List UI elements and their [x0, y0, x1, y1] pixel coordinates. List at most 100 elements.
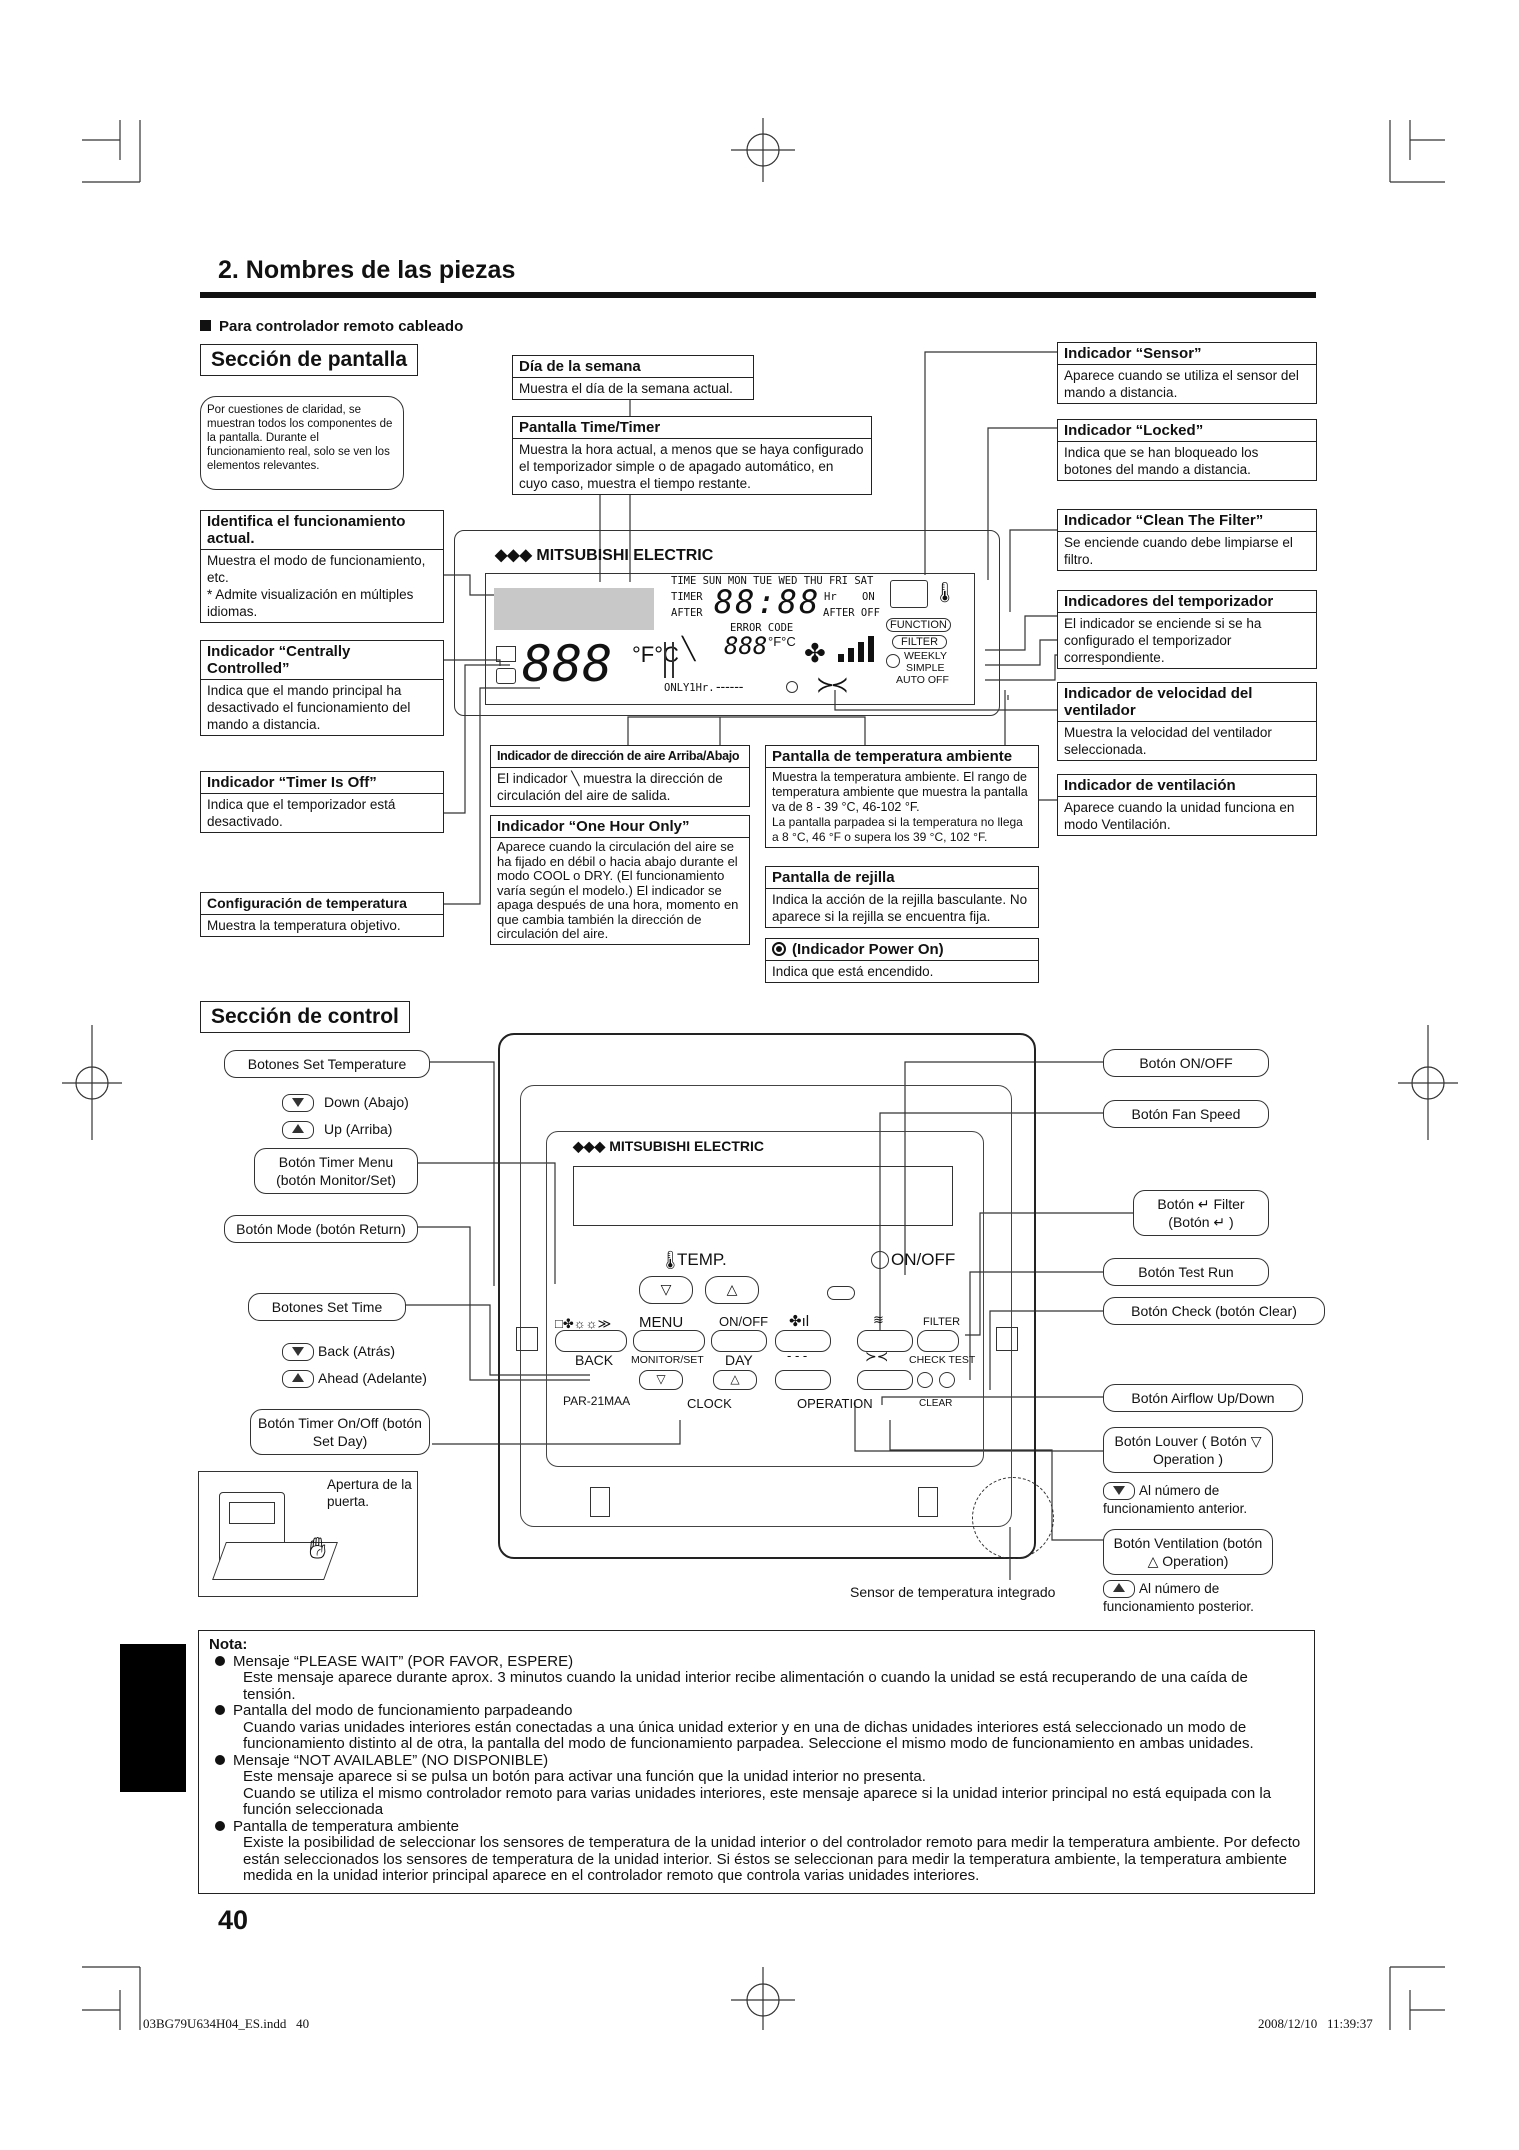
box-centrally-title: Indicador “Centrally Controlled” [201, 641, 443, 680]
label-set-temp: Botones Set Temperature [224, 1050, 430, 1078]
remote-check-test: CHECK TEST [909, 1354, 976, 1366]
box-centrally: Indicador “Centrally Controlled” Indica … [200, 640, 444, 736]
bullet-icon [215, 1820, 225, 1831]
note-item-1-body: Este mensaje aparece durante aprox. 3 mi… [243, 1669, 1248, 1703]
box-locked-title: Indicador “Locked” [1058, 420, 1316, 442]
bullet-icon [215, 1655, 225, 1666]
box-operation-body-1: Muestra el modo de funcionamiento, etc. [207, 553, 426, 585]
box-one-hour: Indicador “One Hour Only” Aparece cuando… [490, 815, 750, 945]
prev-arrow-icon [1103, 1482, 1135, 1501]
temp-up-button[interactable]: △ [705, 1276, 759, 1304]
ahead-arrow-icon [282, 1370, 314, 1389]
note-item-3-body-1: Este mensaje aparece si se pulsa un botó… [243, 1768, 926, 1785]
note-item-3-title: Mensaje “NOT AVAILABLE” (NO DISPONIBLE) [209, 1751, 1304, 1770]
airflow-button[interactable] [857, 1330, 913, 1352]
label-filter: Botón ↵ Filter (Botón ↵ ) [1133, 1190, 1269, 1236]
label-test-run: Botón Test Run [1103, 1258, 1269, 1286]
lcd-brand: MITSUBISHI ELECTRIC [536, 547, 714, 564]
mode-button[interactable] [555, 1330, 627, 1352]
label-check: Botón Check (botón Clear) [1103, 1297, 1325, 1325]
display-section-title: Sección de pantalla [200, 344, 419, 376]
note-item-3-title-text: Mensaje “NOT AVAILABLE” (NO DISPONIBLE) [233, 1751, 549, 1769]
ventilation-button[interactable] [857, 1370, 913, 1390]
label-onoff: Botón ON/OFF [1103, 1049, 1269, 1077]
ventilation-icon: ≻≺ [816, 672, 849, 697]
box-one-hour-body: Aparece cuando la circulación del aire s… [497, 839, 739, 941]
box-operation-title: Identifica el funcionamiento actual. [201, 511, 443, 550]
power-on-title-text: (Indicador Power On) [792, 941, 944, 958]
door-label: Apertura de la puerta. [327, 1477, 412, 1509]
ahead-button[interactable]: △ [713, 1370, 757, 1390]
label-next-text: Al número de funcionamiento posterior. [1103, 1581, 1254, 1615]
temp-down-button[interactable]: ▽ [639, 1276, 693, 1304]
lcd-screen: TIME SUN MON TUE WED THU FRI SAT TIMER A… [485, 573, 975, 705]
box-room-temp: Pantalla de temperatura ambiente Muestra… [765, 745, 1039, 848]
louver-button-icon: - - - [787, 1348, 808, 1363]
footer-left: 03BG79U634H04_ES.indd 40 [143, 2016, 310, 2031]
box-sensor-body: Aparece cuando se utiliza el sensor del … [1064, 368, 1299, 400]
lcd-centrally-icon [496, 646, 516, 662]
box-temp-setting: Configuración de temperatura Muestra la … [200, 892, 444, 937]
box-clean-filter-body: Se enciende cuando debe limpiarse el fil… [1064, 535, 1293, 567]
chapter-tab [120, 1644, 186, 1792]
box-clean-filter-title: Indicador “Clean The Filter” [1058, 510, 1316, 532]
box-louver: Pantalla de rejilla Indica la acción de … [765, 866, 1039, 928]
check-button[interactable] [917, 1372, 933, 1388]
box-locked: Indicador “Locked” Indica que se han blo… [1057, 419, 1317, 481]
remote-onoff-small: ON/OFF [719, 1314, 769, 1329]
remote-model: PAR-21MAA [563, 1394, 631, 1408]
box-sensor: Indicador “Sensor” Aparece cuando se uti… [1057, 342, 1317, 404]
label-timer-onoff: Botón Timer On/Off (botón Set Day) [250, 1409, 430, 1455]
box-fan-speed: Indicador de velocidad del ventilador Mu… [1057, 682, 1317, 761]
louver-button[interactable] [775, 1370, 831, 1390]
remote-menu-label: MENU [639, 1314, 684, 1331]
label-down: Down (Abajo) [282, 1094, 409, 1113]
onoff-button[interactable] [827, 1286, 855, 1300]
box-airflow-dir-body: El indicador ╲ muestra la dirección de c… [497, 771, 723, 803]
test-button[interactable] [939, 1372, 955, 1388]
box-fan-speed-body: Muestra la velocidad del ventilador sele… [1064, 725, 1272, 757]
fan-speed-icon: ✤ıl [789, 1313, 810, 1330]
bullet-icon [215, 1754, 225, 1765]
box-timer-off: Indicador “Timer Is Off” Indica que el t… [200, 771, 444, 833]
subheading-text: Para controlador remoto cableado [219, 318, 464, 335]
box-locked-body: Indica que se han bloqueado los botones … [1064, 445, 1259, 477]
thermometer-icon: 🌡︎ [932, 582, 958, 604]
label-airflow: Botón Airflow Up/Down [1103, 1384, 1303, 1412]
square-bullet-icon [200, 320, 211, 331]
lcd-weekly: WEEKLY [904, 650, 947, 662]
back-button[interactable]: ▽ [639, 1370, 683, 1390]
note-item-2-title-text: Pantalla del modo de funcionamiento parp… [233, 1702, 573, 1719]
remote-operation-label: OPERATION [797, 1396, 873, 1411]
filter-button[interactable] [917, 1330, 959, 1352]
clock-icon [886, 654, 900, 668]
box-airflow-dir: Indicador de dirección de aire Arriba/Ab… [490, 745, 750, 807]
temperature-sensor-area [972, 1477, 1054, 1559]
label-louver: Botón Louver ( Botón ▽ Operation ) [1103, 1427, 1273, 1473]
fan-speed-button[interactable] [775, 1330, 831, 1352]
airflow-direction-icon: ╲ [682, 636, 696, 661]
label-back-text: Back (Atrás) [318, 1343, 396, 1359]
page-number: 40 [218, 1905, 249, 1935]
remote-body: ◆◆◆ MITSUBISHI ELECTRIC 🌡︎ TEMP. ON/OFF … [498, 1033, 1054, 1559]
timer-onoff-button[interactable] [711, 1330, 767, 1352]
label-next: Al número de funcionamiento posterior. [1103, 1580, 1313, 1615]
mitsubishi-logo: ◆◆◆ MITSUBISHI ELECTRIC [495, 545, 713, 565]
menu-button[interactable] [633, 1330, 705, 1352]
remote-back-label: BACK [575, 1352, 614, 1368]
up-arrow-icon [282, 1121, 314, 1140]
lcd-timer-off-icon [496, 668, 516, 684]
page-heading: 2. Nombres de las piezas [218, 256, 516, 284]
remote-monitor-label: MONITOR/SET [631, 1354, 704, 1366]
sensor-icon [890, 580, 928, 608]
box-operation-body-2: * Admite visualización en múltiples idio… [207, 587, 414, 619]
label-ventilation: Botón Ventilation (botón △ Operation) [1103, 1529, 1273, 1575]
lcd-operation-area [494, 588, 654, 630]
note-item-2-title: Pantalla del modo de funcionamiento parp… [209, 1702, 1304, 1720]
vent-button-icon: ≻≺ [865, 1348, 889, 1364]
note-item-1-title-text: Mensaje “PLEASE WAIT” (POR FAVOR, ESPERE… [233, 1652, 574, 1670]
lcd-on: ON [862, 591, 875, 603]
box-time-timer: Pantalla Time/Timer Muestra la hora actu… [512, 416, 872, 495]
remote-day-label: DAY [725, 1352, 753, 1368]
note-item-4-title: Pantalla de temperatura ambiente [209, 1818, 1304, 1836]
